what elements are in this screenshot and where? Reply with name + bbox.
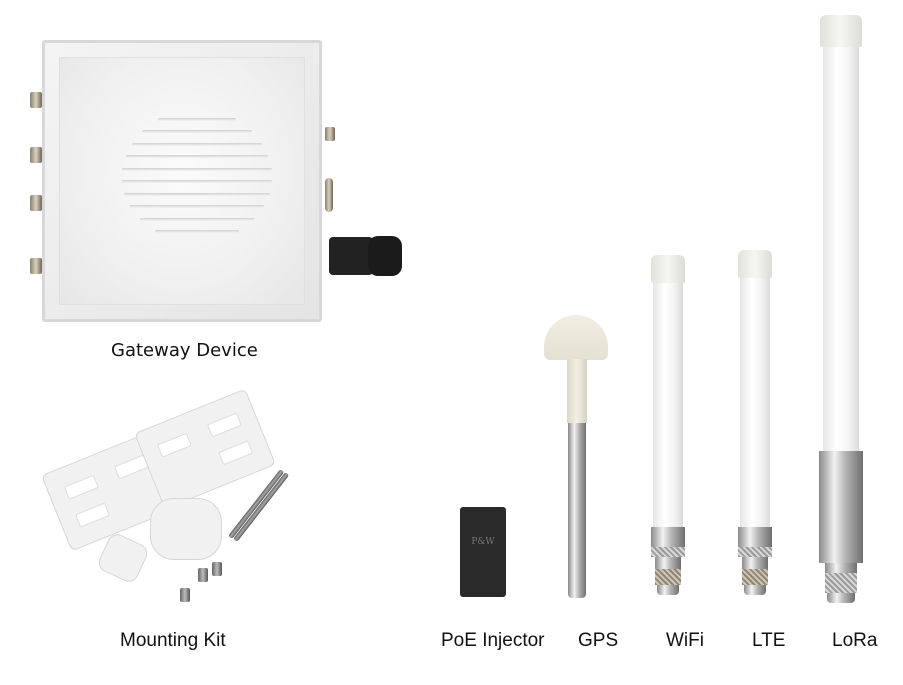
port-icon [325, 178, 333, 212]
lte-radome [740, 278, 770, 528]
gps-dome [544, 315, 608, 360]
threaded-rod [233, 471, 290, 543]
mounting-kit-image [30, 388, 330, 610]
poe-brand-logo: P&W [471, 537, 495, 547]
lora-metal-base [819, 451, 863, 563]
gps-antenna-image [540, 315, 620, 605]
gateway-front-panel [59, 57, 305, 305]
swivel-joint [95, 530, 151, 586]
n-connector-icon [30, 147, 42, 163]
cable-gland-icon [329, 237, 373, 275]
gateway-device-label: Gateway Device [111, 340, 258, 361]
gateway-housing [42, 40, 322, 322]
cable-gland-nut-icon [368, 236, 402, 276]
bolt-icon [180, 588, 190, 602]
wifi-antenna-image [645, 255, 695, 600]
lte-antenna-image [732, 250, 782, 600]
wifi-label: WiFi [666, 630, 704, 651]
gateway-device-image [0, 0, 402, 330]
lora-radome [823, 47, 859, 452]
n-connector-icon [30, 92, 42, 108]
mounting-plate [150, 498, 222, 560]
wifi-radome [653, 283, 683, 528]
gps-neck [567, 359, 587, 423]
gps-mast [568, 423, 586, 598]
n-connector-icon [325, 127, 335, 141]
poe-injector-image: P&W [460, 507, 506, 597]
n-connector-icon [30, 258, 42, 274]
lte-label: LTE [752, 630, 786, 651]
mounting-kit-label: Mounting Kit [120, 630, 226, 651]
poe-injector-label: PoE Injector [441, 630, 545, 651]
n-connector-icon [30, 195, 42, 211]
lora-antenna-image [815, 15, 875, 605]
bolt-icon [198, 568, 208, 582]
lora-label: LoRa [832, 630, 878, 651]
gps-label: GPS [578, 630, 619, 651]
bolt-icon [212, 562, 222, 576]
